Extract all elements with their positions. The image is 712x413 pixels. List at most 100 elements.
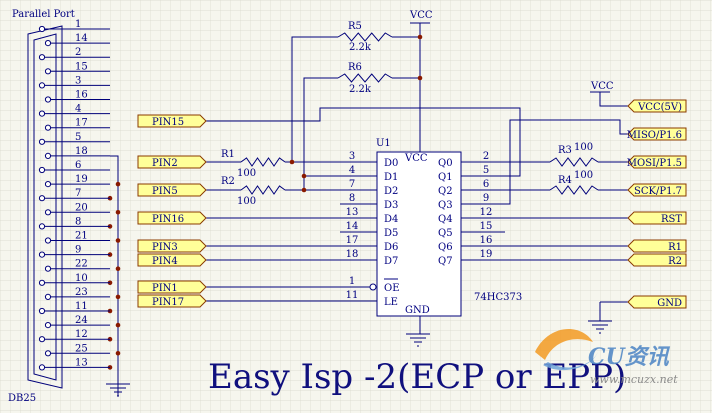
db25-pin-hole bbox=[38, 336, 46, 343]
db25-pin-hole bbox=[38, 25, 46, 33]
chip-pin-name: Q0 bbox=[438, 158, 453, 169]
db25-pin-hole bbox=[44, 68, 52, 75]
chip-pin-number: 4 bbox=[349, 165, 355, 176]
db25-pin-number: 17 bbox=[75, 118, 88, 129]
resistor-r6: R6 2.2k bbox=[337, 62, 393, 95]
chip-pin-number: 5 bbox=[483, 165, 489, 176]
resistor-value: 2.2k bbox=[349, 84, 372, 95]
chip-u1: U1 74HC373 VCC GND 3D04D17D28D313D414D51… bbox=[340, 138, 522, 317]
db25-pin-number: 25 bbox=[75, 343, 88, 354]
port-pin15: PIN15 bbox=[137, 114, 207, 128]
chip-pin-number: 16 bbox=[480, 235, 493, 246]
db25-pin-hole bbox=[44, 124, 52, 131]
chip-pin-number: 9 bbox=[483, 193, 489, 204]
port-label: PIN5 bbox=[152, 186, 178, 197]
port-pin16: PIN16 bbox=[137, 211, 207, 225]
db25-pin-number: 13 bbox=[75, 357, 88, 368]
db25-pin-number: 22 bbox=[75, 259, 88, 270]
db25-pin-number: 20 bbox=[75, 202, 88, 213]
db25-pin-number: 18 bbox=[75, 146, 88, 157]
chip-pin-number: 7 bbox=[349, 179, 355, 190]
db25-pin-number: 14 bbox=[75, 33, 88, 44]
junction-dot bbox=[417, 34, 423, 40]
chip-pin-name: Q2 bbox=[438, 186, 453, 197]
chip-pin-name: Q1 bbox=[438, 172, 453, 183]
svg-text:VCC: VCC bbox=[590, 81, 614, 92]
port-pin5: PIN5 bbox=[137, 183, 207, 197]
db25-pin-number: 2 bbox=[75, 47, 81, 58]
resistor-ref: R2 bbox=[221, 176, 235, 187]
junction-dot bbox=[289, 159, 295, 165]
junction-dot bbox=[115, 238, 121, 243]
ground-symbol bbox=[588, 320, 612, 334]
junction-dot bbox=[301, 187, 307, 193]
junction-dot bbox=[115, 322, 121, 328]
chip-body bbox=[376, 151, 462, 317]
chip-pin-name: OE bbox=[384, 283, 400, 294]
junction-dot bbox=[301, 173, 307, 179]
port-label: RST bbox=[661, 214, 682, 225]
resistor-value: 2.2k bbox=[349, 42, 372, 53]
chip-pin-number: 8 bbox=[349, 193, 355, 204]
port-label: VCC(5V) bbox=[637, 102, 682, 113]
db25-pin-hole bbox=[38, 307, 46, 315]
port-label: PIN16 bbox=[152, 214, 184, 225]
port-mosi-p1-5: MOSI/P1.5 bbox=[627, 155, 687, 169]
chip-pin-name: D6 bbox=[384, 242, 398, 253]
port-vcc-5v-: VCC(5V) bbox=[627, 99, 687, 113]
chip-pin-name: Q6 bbox=[438, 242, 453, 253]
db25-pin-hole bbox=[44, 209, 52, 216]
db25-pin-number: 8 bbox=[75, 216, 81, 227]
port-pin4: PIN4 bbox=[137, 253, 207, 267]
ground-symbol bbox=[406, 333, 430, 347]
port-pin1: PIN1 bbox=[137, 280, 207, 294]
junction-dot bbox=[115, 351, 121, 356]
chip-vcc-pin: VCC bbox=[404, 153, 428, 164]
resistor-r5: R52.2k bbox=[337, 21, 393, 53]
db25-pin-hole bbox=[38, 82, 46, 89]
db25-pin-number: 12 bbox=[75, 329, 88, 340]
chip-pin-name: D4 bbox=[384, 214, 398, 225]
db25-pin-hole bbox=[38, 251, 46, 258]
chip-pin-group: 3D04D17D28D313D414D517D618D71OE11LE2Q05Q… bbox=[340, 151, 505, 308]
svg-text:VCC: VCC bbox=[409, 10, 433, 21]
db25-pin-hole bbox=[38, 54, 46, 61]
chip-part: 74HC373 bbox=[474, 292, 522, 303]
db25-pin-number: 23 bbox=[75, 287, 88, 298]
chip-pin-number: 13 bbox=[346, 207, 359, 218]
db25-pin-number: 16 bbox=[75, 90, 88, 101]
db25-pin-hole bbox=[44, 237, 52, 244]
resistor-value: 100 bbox=[237, 168, 256, 179]
port-sck-p1-7: SCK/P1.7 bbox=[627, 183, 687, 197]
db25-pin-hole bbox=[44, 322, 52, 329]
chip-pin-number: 1 bbox=[349, 276, 355, 287]
resistor-ref: R3 bbox=[558, 145, 572, 156]
chip-pin-number: 18 bbox=[346, 249, 359, 260]
watermark-logo: CU资讯 www.mcuzx.net bbox=[535, 329, 678, 386]
db25-pin-hole bbox=[38, 195, 46, 202]
resistor-ref: R4 bbox=[558, 175, 572, 186]
db25-pin-hole bbox=[38, 279, 46, 286]
chip-ref: U1 bbox=[376, 138, 391, 149]
wires-layer bbox=[110, 23, 628, 396]
watermark-brand: CU资讯 bbox=[588, 344, 671, 370]
oe-inversion-bubble bbox=[369, 283, 377, 291]
port-pin3: PIN3 bbox=[137, 239, 207, 253]
chip-pin-name: D5 bbox=[384, 228, 398, 239]
chip-pin-name: LE bbox=[384, 297, 398, 308]
chip-pin-name: D7 bbox=[384, 256, 398, 267]
chip-pin-number: 14 bbox=[346, 221, 359, 232]
resistor-value: 100 bbox=[237, 196, 256, 207]
db25-pin-number: 24 bbox=[75, 315, 88, 326]
chip-pin-name: Q5 bbox=[438, 228, 453, 239]
db25-pin-number: 7 bbox=[75, 188, 81, 199]
resistor-ref: R1 bbox=[221, 149, 235, 160]
port-label: GND bbox=[657, 298, 682, 309]
vcc-top-symbol: VCC bbox=[409, 10, 433, 24]
junction-dot bbox=[115, 266, 121, 272]
resistor-ref: R6 bbox=[348, 62, 362, 73]
chip-pin-number: 19 bbox=[480, 249, 493, 260]
chip-pin-number: 12 bbox=[480, 207, 493, 218]
